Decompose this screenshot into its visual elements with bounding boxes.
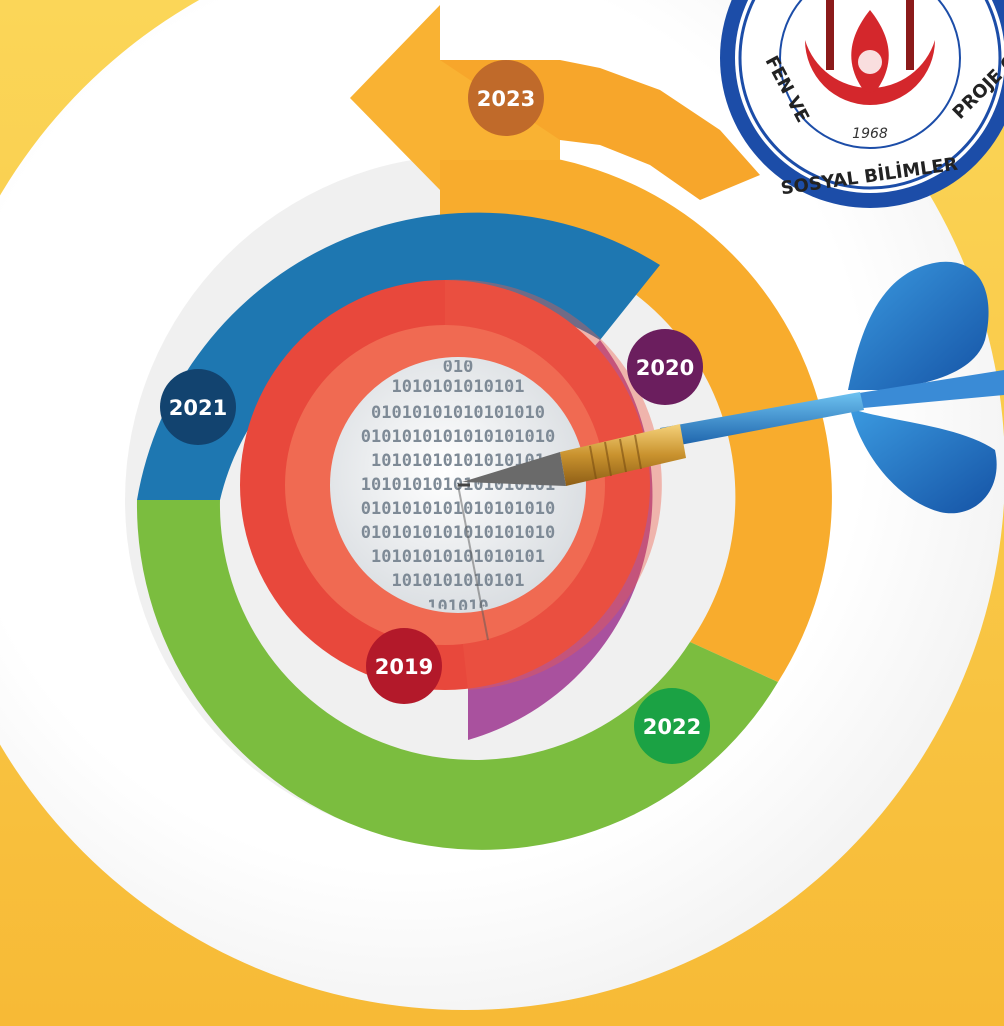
badge-2022: 2022 <box>634 688 710 764</box>
arrow-head-2023 <box>350 5 560 190</box>
dart-icon <box>462 261 1004 514</box>
binary-line: 10101010101010101 <box>371 451 545 471</box>
binary-line: 010 <box>443 357 474 377</box>
year-2022-label: 2022 <box>643 715 701 739</box>
binary-line: 01010101010101010 <box>371 403 545 423</box>
year-2020-label: 2020 <box>636 356 694 380</box>
binary-text: 010 1010101010101 01010101010101010 0101… <box>361 357 555 617</box>
binary-line: 10101010101010101 <box>371 547 545 567</box>
segment-2021-blue <box>137 212 660 500</box>
school-logo: 1968 FEN VE SOSYAL BİLİMLER PROJE OKULU <box>720 0 1004 208</box>
binary-line: 1010101010101 <box>391 571 524 591</box>
segment-2023-orange <box>440 151 832 683</box>
badge-2021: 2021 <box>160 369 236 445</box>
binary-line: 0101010101010101010 <box>361 499 555 519</box>
binary-line: 0101010101010101010 <box>361 523 555 543</box>
year-2021-label: 2021 <box>169 396 227 420</box>
binary-line: 101010 <box>427 597 488 617</box>
binary-line: 0101010101010101010 <box>361 427 555 447</box>
badge-2019: 2019 <box>366 628 442 704</box>
year-2019-label: 2019 <box>375 655 433 679</box>
binary-line: 1010101010101 <box>391 377 524 397</box>
cycle-diagram: 010 1010101010101 01010101010101010 0101… <box>125 5 832 850</box>
segment-2022-green <box>136 500 778 850</box>
logo-year: 1968 <box>852 126 888 142</box>
year-2023-label: 2023 <box>477 87 535 111</box>
badge-2020: 2020 <box>627 329 703 405</box>
badge-2023: 2023 <box>468 60 544 136</box>
